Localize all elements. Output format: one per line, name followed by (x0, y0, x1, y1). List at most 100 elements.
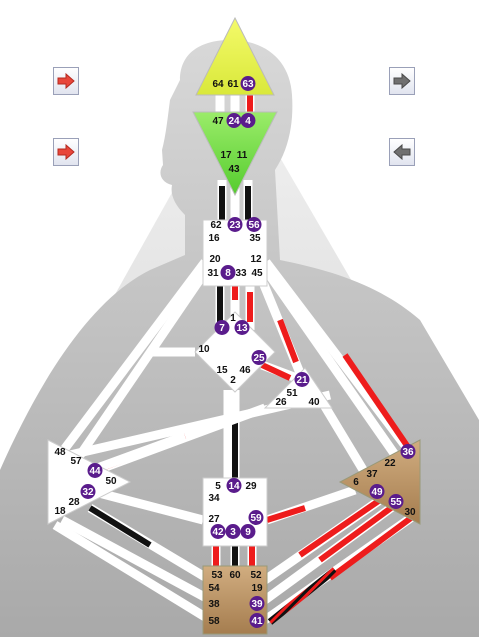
gate-3[interactable]: 3 (225, 524, 241, 539)
gate-21-circle (294, 372, 310, 387)
gate-42[interactable]: 42 (210, 524, 226, 539)
gate-34[interactable]: 34 (208, 493, 220, 504)
gate-13[interactable]: 13 (234, 320, 250, 335)
gate-31[interactable]: 31 (207, 268, 219, 279)
gate-7[interactable]: 7 (214, 320, 230, 335)
gate-39-circle (249, 596, 265, 611)
gate-40[interactable]: 40 (308, 397, 320, 408)
gate-37[interactable]: 37 (366, 469, 378, 480)
top-right-arrow-button[interactable] (389, 67, 415, 95)
gate-48[interactable]: 48 (54, 447, 66, 458)
gate-22[interactable]: 22 (384, 458, 396, 469)
channel-30-41-fill (328, 512, 417, 581)
gate-28[interactable]: 28 (68, 497, 80, 508)
gate-4[interactable]: 4 (240, 113, 256, 128)
gate-7-label: 7 (219, 323, 225, 334)
gate-25-circle (251, 350, 267, 365)
center-heart[interactable] (263, 367, 333, 409)
gate-19-label: 19 (251, 583, 263, 594)
gate-29[interactable]: 29 (245, 481, 257, 492)
gate-38[interactable]: 38 (208, 599, 220, 610)
bottom-left-arrow-button[interactable] (53, 138, 79, 166)
gate-20-label: 20 (209, 254, 221, 265)
gate-2[interactable]: 2 (230, 375, 236, 386)
channel-20-57 (56, 259, 209, 458)
top-left-arrow-button[interactable] (53, 67, 79, 95)
center-ajna[interactable] (192, 111, 278, 197)
gate-14[interactable]: 14 (226, 478, 242, 493)
gate-57[interactable]: 57 (70, 456, 82, 467)
gate-24[interactable]: 24 (226, 113, 242, 128)
gate-36[interactable]: 36 (400, 444, 416, 459)
gate-50[interactable]: 50 (105, 476, 117, 487)
gate-17[interactable]: 17 (220, 150, 232, 161)
gate-20[interactable]: 20 (209, 254, 221, 265)
gate-27[interactable]: 27 (208, 514, 220, 525)
bottom-right-arrow-button[interactable] (389, 138, 415, 166)
gate-35-label: 35 (249, 233, 261, 244)
gate-39[interactable]: 39 (249, 596, 265, 611)
gate-1[interactable]: 1 (230, 313, 236, 324)
gate-21[interactable]: 21 (294, 372, 310, 387)
gate-40-label: 40 (308, 397, 320, 408)
gate-59-label: 59 (250, 513, 262, 524)
gate-63-circle (240, 76, 256, 91)
gate-9[interactable]: 9 (240, 524, 256, 539)
gate-12[interactable]: 12 (250, 254, 262, 265)
gate-25[interactable]: 25 (251, 350, 267, 365)
gate-12-label: 12 (250, 254, 262, 265)
gate-47[interactable]: 47 (212, 116, 224, 127)
channel-59-6-fill (266, 505, 306, 523)
center-head[interactable] (195, 16, 275, 96)
gate-35[interactable]: 35 (249, 233, 261, 244)
gate-8[interactable]: 8 (220, 265, 236, 280)
gate-9-label: 9 (245, 527, 251, 538)
channel-45-21-fill (277, 318, 299, 364)
gate-10-label: 10 (198, 344, 210, 355)
gate-63[interactable]: 63 (240, 76, 256, 91)
gate-6[interactable]: 6 (353, 477, 359, 488)
center-spleen[interactable] (47, 439, 132, 525)
gate-61[interactable]: 61 (227, 79, 239, 90)
gate-47-label: 47 (212, 116, 224, 127)
gate-32[interactable]: 32 (80, 484, 96, 499)
arrow-right-icon (57, 144, 75, 160)
gate-43[interactable]: 43 (228, 164, 240, 175)
gate-41[interactable]: 41 (249, 613, 265, 628)
gate-44[interactable]: 44 (87, 463, 103, 478)
gate-33[interactable]: 33 (235, 268, 247, 279)
gate-49[interactable]: 49 (369, 484, 385, 499)
gate-18[interactable]: 18 (54, 506, 66, 517)
gate-51[interactable]: 51 (286, 388, 298, 399)
gate-59[interactable]: 59 (248, 510, 264, 525)
gate-53[interactable]: 53 (211, 570, 223, 581)
gate-60[interactable]: 60 (229, 570, 241, 581)
gate-5-label: 5 (215, 481, 221, 492)
gate-54[interactable]: 54 (208, 583, 220, 594)
gate-26[interactable]: 26 (275, 397, 287, 408)
gate-52[interactable]: 52 (250, 570, 262, 581)
gate-13-circle (234, 320, 250, 335)
gate-5[interactable]: 5 (215, 481, 221, 492)
gate-30[interactable]: 30 (404, 507, 416, 518)
gate-58[interactable]: 58 (208, 616, 220, 627)
gate-45[interactable]: 45 (251, 268, 263, 279)
gate-46[interactable]: 46 (239, 365, 251, 376)
gate-23-circle (227, 217, 243, 232)
center-g[interactable] (194, 311, 276, 393)
gate-44-label: 44 (89, 466, 101, 477)
gate-28-label: 28 (68, 497, 80, 508)
gate-10[interactable]: 10 (198, 344, 210, 355)
gate-19[interactable]: 19 (251, 583, 263, 594)
gate-11[interactable]: 11 (237, 150, 248, 161)
gate-15[interactable]: 15 (216, 365, 228, 376)
gate-23[interactable]: 23 (227, 217, 243, 232)
gate-42-label: 42 (212, 527, 224, 538)
gate-55-circle (388, 494, 404, 509)
gate-62[interactable]: 62 (210, 220, 222, 231)
gate-55[interactable]: 55 (388, 494, 404, 509)
gate-64[interactable]: 64 (212, 79, 224, 90)
gate-16[interactable]: 16 (208, 233, 220, 244)
gate-56[interactable]: 56 (246, 217, 262, 232)
